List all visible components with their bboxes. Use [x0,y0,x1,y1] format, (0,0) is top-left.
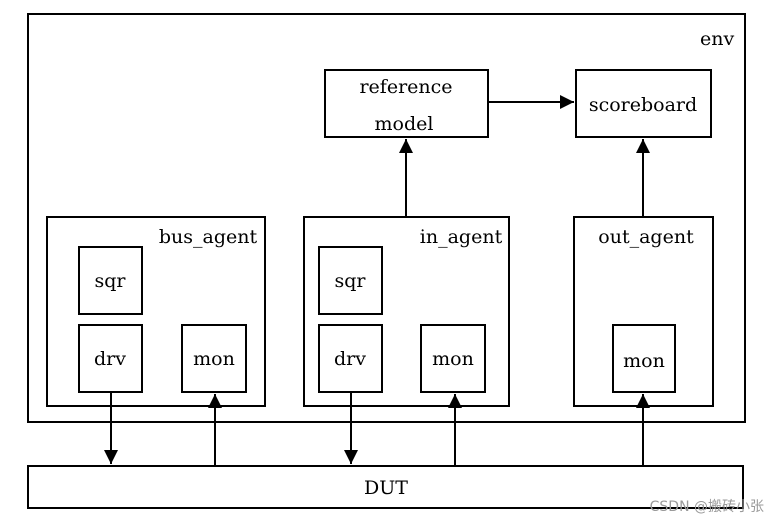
in-agent-mon-box [420,324,486,393]
reference-model-box [324,69,489,138]
bus-agent-drv-box [78,324,143,393]
reference-model-label-line1: reference [359,76,452,98]
reference-model-label-line2: model [375,113,434,135]
in-agent-label: in_agent [420,226,503,248]
in-agent-drv-label: drv [334,348,366,370]
bus-agent-mon-box [181,324,247,393]
watermark-text: CSDN @搬砖小张 [650,499,764,515]
out-agent-label: out_agent [598,226,694,248]
in-agent-mon-label: mon [432,348,474,370]
bus-agent-drv-label: drv [94,348,126,370]
bus-agent-sqr-box [78,246,143,315]
env-label: env [700,28,734,50]
dut-label: DUT [364,477,408,499]
in-agent-sqr-label: sqr [335,270,367,292]
in-agent-drv-box [318,324,383,393]
dut-box [27,465,744,509]
out-agent-mon-label: mon [623,350,665,372]
bus-agent-sqr-label: sqr [95,270,127,292]
in-agent-sqr-box [318,246,383,315]
bus-agent-mon-label: mon [193,348,235,370]
scoreboard-box [575,69,712,138]
scoreboard-label: scoreboard [589,94,697,116]
bus-agent-label: bus_agent [159,226,258,248]
out-agent-mon-box [612,324,676,393]
